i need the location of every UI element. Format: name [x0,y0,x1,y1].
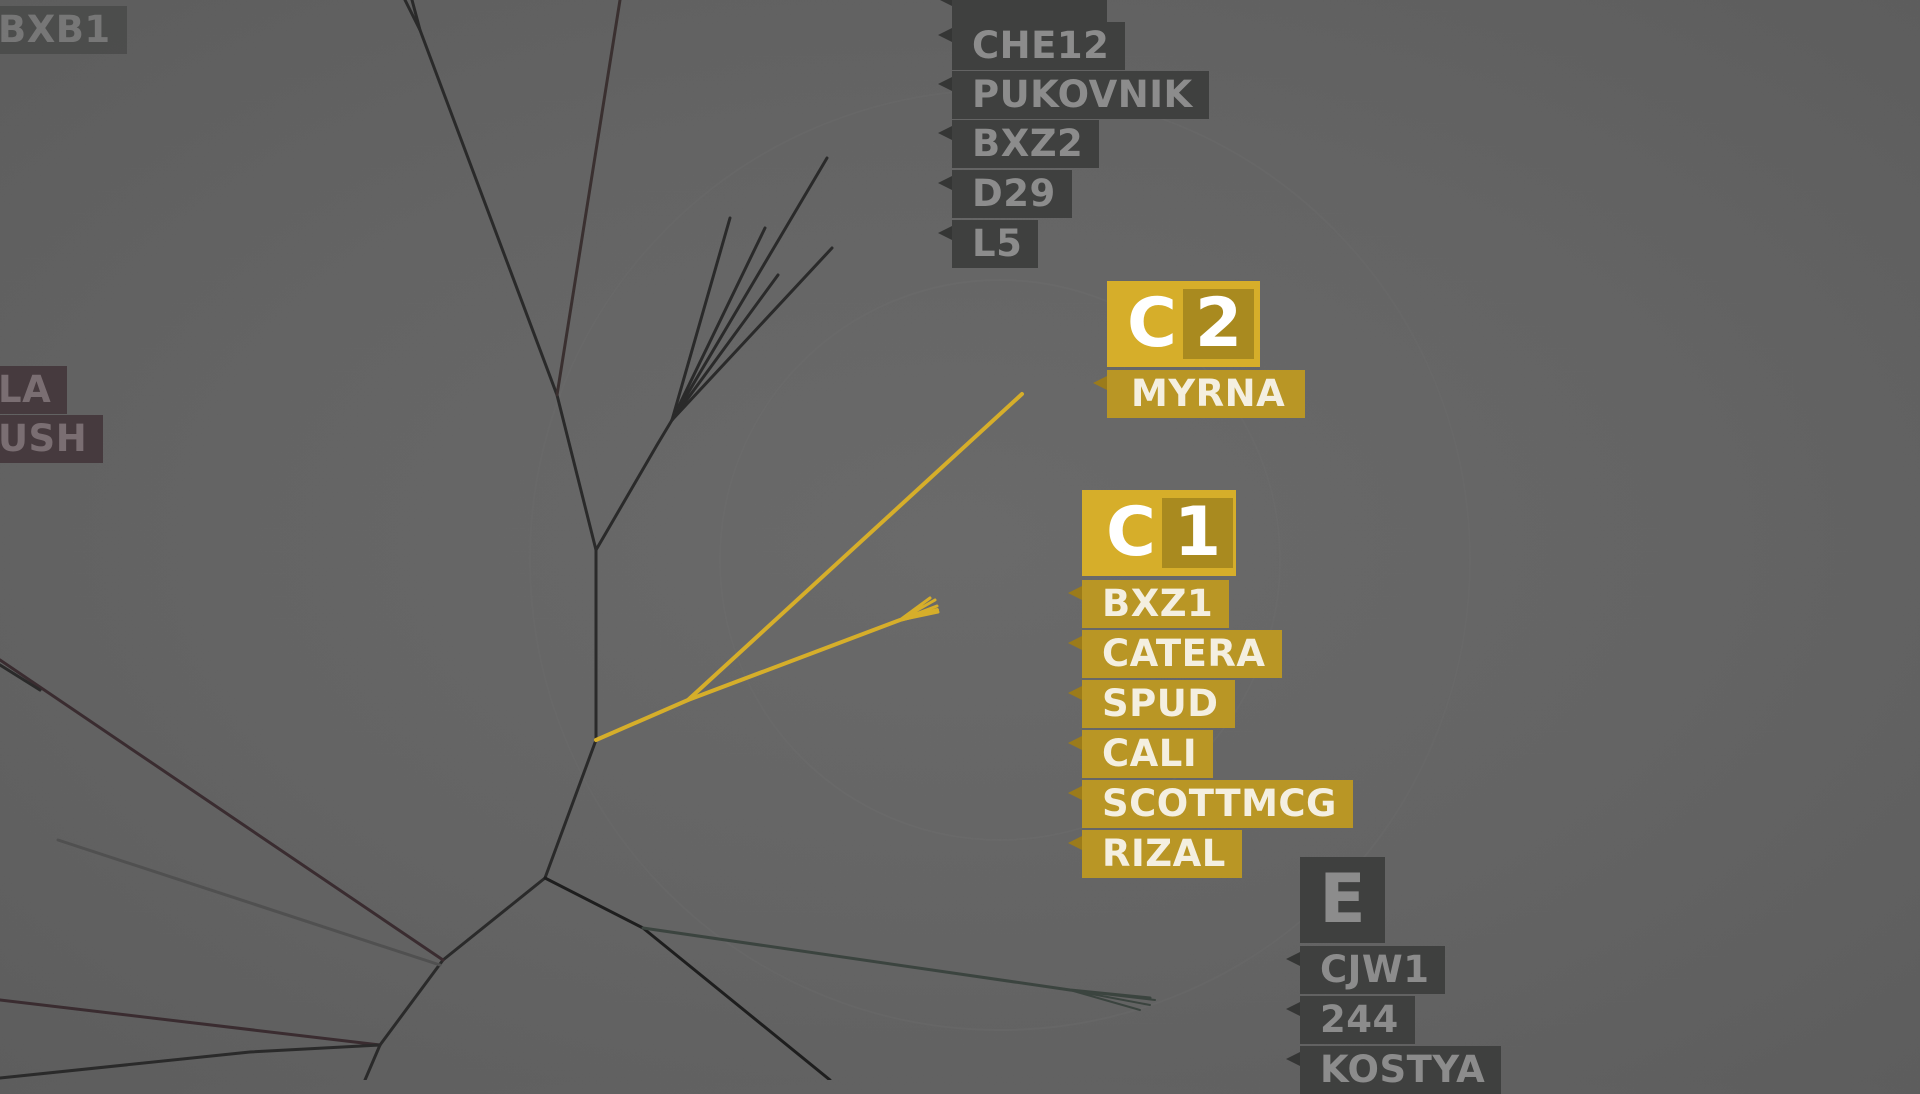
tree-branch-highlight [686,608,939,702]
cluster-number: 1 [1161,498,1234,568]
cluster-number: 2 [1182,289,1255,359]
taxon-label: CALI [1067,730,1214,778]
tree-branch [363,738,598,1080]
taxon-label: BXZ2 [937,120,1100,168]
cluster-e-header: E [1300,857,1385,943]
tree-branch [0,658,445,962]
cluster-letter: C [1127,284,1177,363]
taxon-label: MYRNA [1093,370,1305,418]
tree-branch [670,246,834,422]
tree-branch [670,156,829,422]
tree-branch [0,1043,382,1080]
taxon-label: USH [0,415,104,463]
tree-branch [641,926,1152,1000]
tree-branch [670,226,767,422]
taxon-label: PUKOVNIK [938,71,1209,119]
cluster-c1-header: C 1 [1082,490,1236,576]
tree-branch-highlight [898,596,940,622]
taxon-label: CATERA [1068,630,1282,678]
tree-branch [403,0,422,32]
cluster-letter: E [1319,860,1366,939]
tree-branch [0,663,42,692]
taxon-label: LA [0,366,68,414]
tree-branch [56,838,442,967]
tree-branch [1069,989,1156,1011]
taxon-label: SPUD [1068,680,1235,728]
tree-branch [410,0,598,742]
tree-ring [719,279,1281,841]
tree-branch-highlight [594,392,1024,742]
taxon-label: CHE12 [937,22,1126,70]
taxon-label: KOSTYA [1285,1046,1502,1094]
tree-branch [0,998,382,1047]
cluster-letter: C [1106,493,1156,572]
taxon-label: SCOTTMCG [1068,780,1353,828]
taxon-label: CJW1 [1285,946,1446,994]
taxon-label: 244 [1286,996,1415,1044]
tree-branch [670,273,780,422]
tree-branch [555,0,622,397]
cluster-c2-header: C 2 [1107,281,1260,367]
tree-branch [594,216,732,552]
taxon-label: D29 [938,170,1072,218]
taxon-label: BXB1 [0,6,127,54]
taxon-label: RIZAL [1068,830,1242,878]
taxon-label: BXZ1 [1067,580,1230,628]
taxon-label: L5 [937,220,1039,268]
